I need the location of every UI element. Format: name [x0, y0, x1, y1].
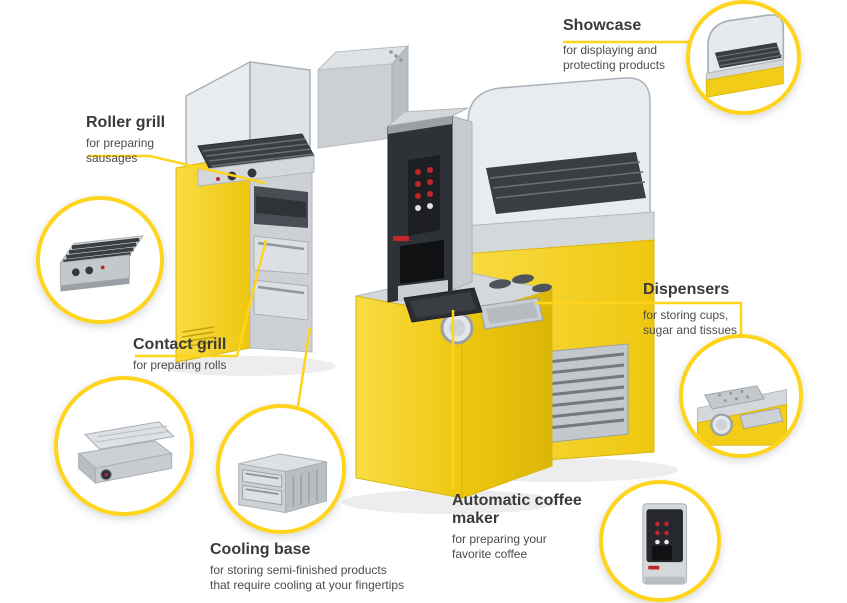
showcase-photo [686, 0, 801, 115]
coffee-maker-icon [642, 503, 687, 585]
cooling-base-photo [216, 404, 346, 534]
callout-showcase: Showcase for displaying and protecting p… [563, 17, 713, 74]
coffee-machine [386, 107, 483, 323]
cooling-base-icon [238, 453, 328, 514]
cooling-base-title: Cooling base [210, 541, 311, 558]
roller-grill-photo [36, 196, 164, 324]
callout-contact-grill: Contact grill for preparing rolls [133, 336, 273, 373]
dispensers-photo [679, 334, 803, 458]
center-counter [355, 271, 553, 499]
left-unit [175, 60, 315, 363]
back-machine-top [316, 44, 410, 149]
contact-grill-photo [54, 376, 194, 516]
showcase-icon [706, 14, 785, 99]
callout-cooling-base: Cooling base for storing semi-finished p… [210, 541, 470, 594]
right-unit [463, 77, 655, 467]
callout-roller-grill: Roller grill for preparing sausages [86, 114, 216, 167]
showcase-title: Showcase [563, 17, 642, 34]
dispensers-title: Dispensers [643, 281, 730, 298]
showcase-description: for displaying and protecting products [563, 42, 666, 73]
coffee-maker-description: for preparing your favorite coffee [452, 531, 547, 562]
dispensers-description: for storing cups, sugar and tissues [643, 307, 738, 338]
callout-dispensers: Dispensers for storing cups, sugar and t… [643, 281, 793, 339]
contact-grill-title: Contact grill [133, 336, 227, 353]
coffee-maker-title: Automatic coffee maker [452, 492, 582, 527]
callout-coffee-maker: Automatic coffee maker for preparing you… [452, 492, 602, 563]
coffee-maker-photo [599, 480, 721, 602]
cooling-base-description: for storing semi-finished products that … [210, 562, 405, 593]
contact-grill-description: for preparing rolls [133, 357, 227, 372]
dispensers-icon [696, 385, 787, 446]
roller-grill-icon [59, 235, 145, 292]
roller-grill-description: for preparing sausages [86, 135, 155, 166]
contact-grill-icon [77, 421, 175, 485]
roller-grill-title: Roller grill [86, 114, 166, 131]
cooling-base-connector [296, 327, 312, 407]
